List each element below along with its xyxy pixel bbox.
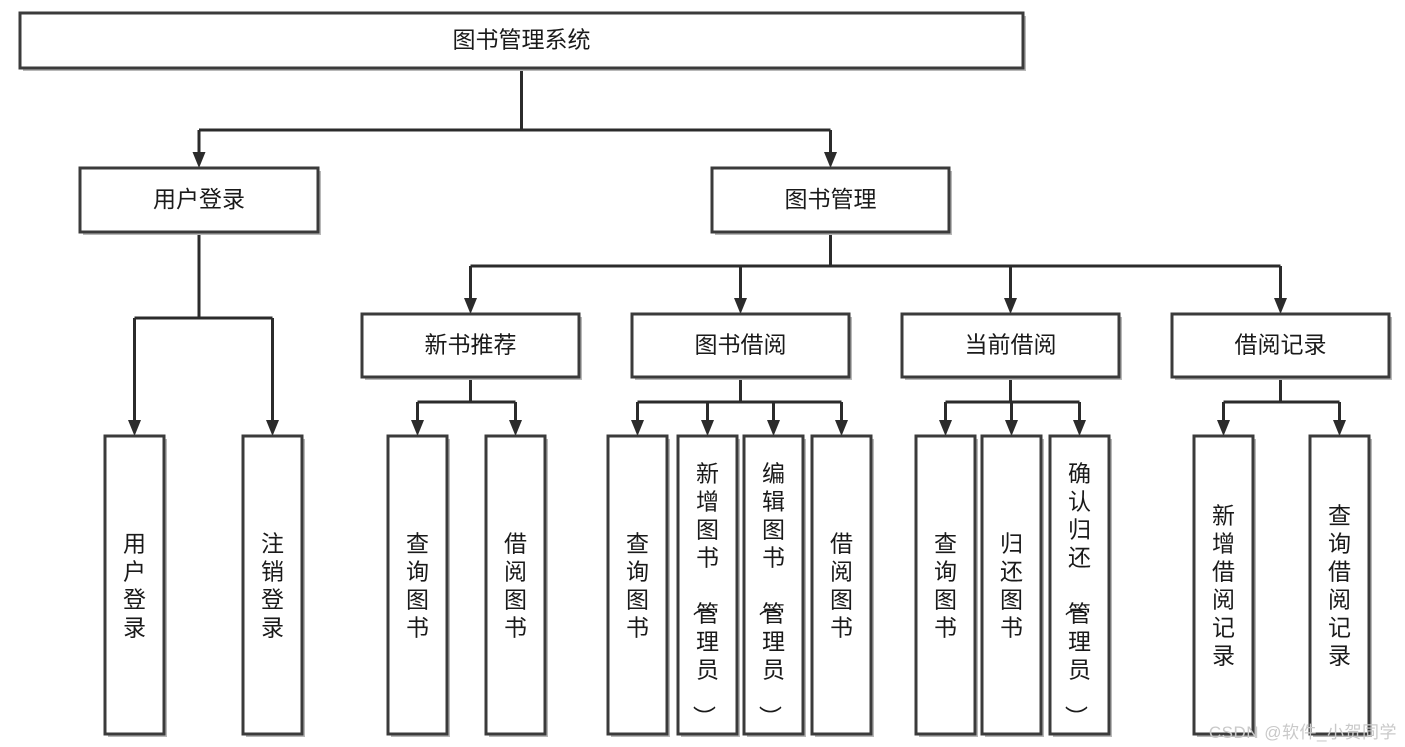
node-label: 确认归还（管理员）	[1063, 460, 1091, 728]
node-book-borrow[interactable]: 图书借阅	[630, 312, 852, 380]
arrow-head	[1274, 298, 1287, 314]
node-label: 图书管理系统	[453, 27, 591, 53]
edge-layer	[128, 68, 1346, 436]
node-leaf-query-book-borrow[interactable]: 查询图书	[606, 434, 670, 737]
node-leaf-user-login[interactable]: 用户登录	[103, 434, 167, 737]
node-label: 用户登录	[123, 530, 146, 640]
arrow-head	[411, 420, 424, 436]
node-new-book-rec[interactable]: 新书推荐	[360, 312, 582, 380]
node-leaf-add-book[interactable]: 新增图书（管理员）	[676, 434, 740, 737]
node-leaf-query-book-rec[interactable]: 查询图书	[386, 434, 450, 737]
node-leaf-query-record[interactable]: 查询借阅记录	[1308, 434, 1372, 737]
arrow-head	[1333, 420, 1346, 436]
node-label: 新增借阅记录	[1212, 502, 1235, 668]
node-box	[1048, 434, 1111, 736]
node-user-login[interactable]: 用户登录	[78, 166, 321, 235]
arrow-head	[701, 420, 714, 436]
node-box	[980, 434, 1043, 736]
node-label: 查询图书	[406, 530, 429, 640]
arrow-head	[835, 420, 848, 436]
node-label: 借阅图书	[504, 530, 527, 640]
node-label: 注销登录	[261, 530, 284, 640]
node-leaf-confirm-return[interactable]: 确认归还（管理员）	[1048, 434, 1112, 737]
node-label: 编辑图书（管理员）	[757, 460, 785, 728]
node-label: 当前借阅	[965, 332, 1057, 358]
node-box	[606, 434, 669, 736]
node-box	[103, 434, 166, 736]
arrow-head	[266, 420, 279, 436]
node-leaf-return-book[interactable]: 归还图书	[980, 434, 1044, 737]
arrow-head	[464, 298, 477, 314]
node-label: 借阅记录	[1235, 332, 1327, 358]
node-box	[1192, 434, 1255, 736]
arrow-head	[509, 420, 522, 436]
node-label: 查询图书	[626, 530, 649, 640]
node-box	[630, 312, 851, 379]
arrow-head	[192, 152, 206, 168]
node-box	[18, 11, 1025, 70]
node-label: 新增图书（管理员）	[691, 460, 719, 728]
node-box	[1170, 312, 1391, 379]
arrow-head	[1005, 420, 1018, 436]
node-book-manage[interactable]: 图书管理	[710, 166, 952, 235]
node-leaf-borrow-book-rec[interactable]: 借阅图书	[484, 434, 548, 737]
arrow-head	[734, 298, 747, 314]
node-box	[484, 434, 547, 736]
node-current-borrow[interactable]: 当前借阅	[900, 312, 1122, 380]
arrow-head	[1073, 420, 1086, 436]
node-borrow-record[interactable]: 借阅记录	[1170, 312, 1392, 380]
node-box	[360, 312, 581, 379]
arrow-head	[1004, 298, 1017, 314]
node-leaf-borrow-book[interactable]: 借阅图书	[810, 434, 874, 737]
arrow-head	[631, 420, 644, 436]
arrow-head	[767, 420, 780, 436]
node-layer: 图书管理系统用户登录图书管理新书推荐图书借阅当前借阅借阅记录用户登录注销登录查询…	[18, 11, 1392, 737]
node-label: 查询图书	[934, 530, 957, 640]
node-box	[810, 434, 873, 736]
node-leaf-query-book-cur[interactable]: 查询图书	[914, 434, 978, 737]
node-box	[900, 312, 1121, 379]
node-box	[386, 434, 449, 736]
node-leaf-add-record[interactable]: 新增借阅记录	[1192, 434, 1256, 737]
node-box	[676, 434, 739, 736]
arrow-head	[939, 420, 952, 436]
arrow-head	[1217, 420, 1230, 436]
node-label: 归还图书	[1000, 530, 1023, 640]
node-box	[710, 166, 951, 234]
node-label: 查询借阅记录	[1328, 502, 1351, 668]
node-box	[1308, 434, 1371, 736]
node-box	[742, 434, 805, 736]
node-label: 新书推荐	[425, 332, 517, 358]
arrow-head	[824, 152, 837, 168]
node-label: 借阅图书	[830, 530, 853, 640]
arrow-head	[128, 420, 141, 436]
node-label: 用户登录	[153, 186, 245, 212]
node-box	[914, 434, 977, 736]
node-box	[78, 166, 320, 234]
node-label: 图书管理	[785, 186, 877, 212]
node-label: 图书借阅	[695, 332, 787, 358]
node-root[interactable]: 图书管理系统	[18, 11, 1026, 71]
node-leaf-logout[interactable]: 注销登录	[241, 434, 305, 737]
node-box	[241, 434, 304, 736]
node-leaf-edit-book[interactable]: 编辑图书（管理员）	[742, 434, 806, 737]
